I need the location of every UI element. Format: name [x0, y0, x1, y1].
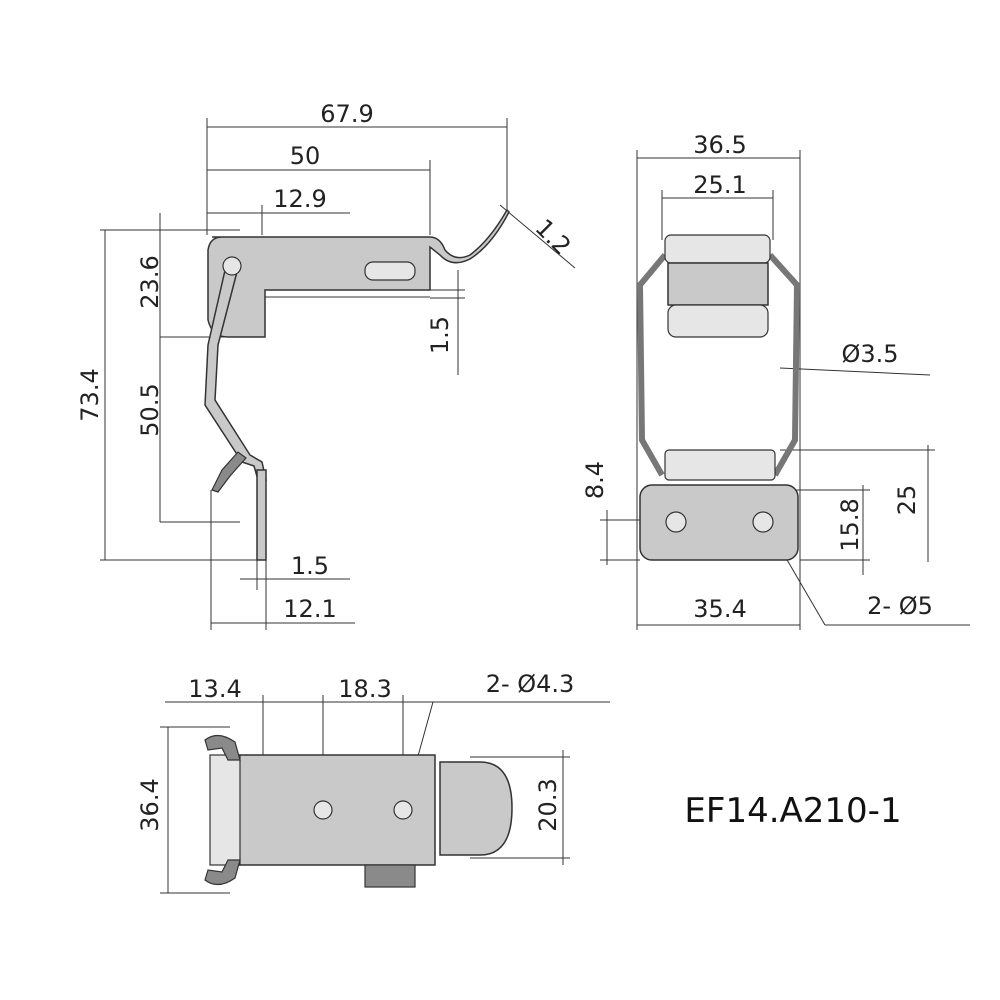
- hook-tab: [364, 864, 416, 888]
- dim-overall-length: 67.9: [320, 100, 373, 128]
- dim-top-hole-spec: 2- Ø4.3: [486, 670, 575, 698]
- dim-plate-thickness: 1.5: [426, 316, 454, 354]
- dim-hole-spacing: 35.4: [693, 595, 746, 623]
- dim-upper-height: 23.6: [136, 255, 164, 308]
- dim-keeper-height: 15.8: [836, 498, 864, 551]
- dim-first-offset: 13.4: [188, 675, 241, 703]
- keeper-plate: [639, 484, 799, 561]
- dim-hole-height: 8.4: [581, 461, 609, 499]
- hook-plate: [256, 469, 267, 561]
- hinge-pin: [222, 256, 242, 276]
- wire-loop: [636, 252, 801, 477]
- latch-body-front: [667, 262, 769, 306]
- dim-body-width: 20.3: [534, 778, 562, 831]
- hinge-roller-top: [209, 754, 241, 866]
- keeper-hook: [664, 449, 776, 481]
- keeper-hole-right: [752, 511, 774, 533]
- dim-hook-thickness: 1.5: [291, 552, 329, 580]
- side-dimension-lines: [100, 118, 576, 630]
- latch-lever-top: [439, 761, 513, 856]
- latch-body-side: [207, 208, 510, 338]
- front-view: 36.5 25.1 Ø3.5 8.4 15.8 25 35.4 2- Ø5: [581, 131, 970, 630]
- wire-end-bottom: [204, 859, 241, 886]
- mount-hole-left: [313, 800, 333, 820]
- front-dimension-lines: [600, 150, 970, 630]
- roller-top: [664, 234, 771, 264]
- dim-keeper-total-height: 25: [893, 485, 921, 516]
- dim-hook-height: 50.5: [136, 383, 164, 436]
- dim-overall-height: 73.4: [76, 368, 104, 421]
- dim-hinge-offset: 12.9: [273, 185, 326, 213]
- keeper-hole-left: [665, 511, 687, 533]
- mount-hole-right: [393, 800, 413, 820]
- model-number: EF14.A210-1: [684, 791, 901, 831]
- dim-inner-width: 25.1: [693, 171, 746, 199]
- dim-wire-diameter: Ø3.5: [841, 340, 898, 368]
- dim-hole-spec: 2- Ø5: [867, 592, 933, 620]
- wire-end: [211, 451, 247, 493]
- dim-hook-offset: 12.1: [283, 595, 336, 623]
- side-view: 67.9 50 12.9 1.2 23.6 73.4 50.5 1.5 1.5 …: [76, 100, 576, 630]
- dim-overall-width: 36.4: [136, 778, 164, 831]
- wire-end-top: [204, 734, 241, 761]
- dim-body-length: 50: [290, 142, 321, 170]
- roller-bottom: [667, 304, 769, 338]
- dim-top-hole-spacing: 18.3: [338, 675, 391, 703]
- top-view: 13.4 18.3 2- Ø4.3 36.4 20.3: [136, 670, 610, 894]
- latch-slot: [364, 261, 416, 281]
- dim-spring-thickness: 1.2: [530, 214, 577, 261]
- dim-outer-width: 36.5: [693, 131, 746, 159]
